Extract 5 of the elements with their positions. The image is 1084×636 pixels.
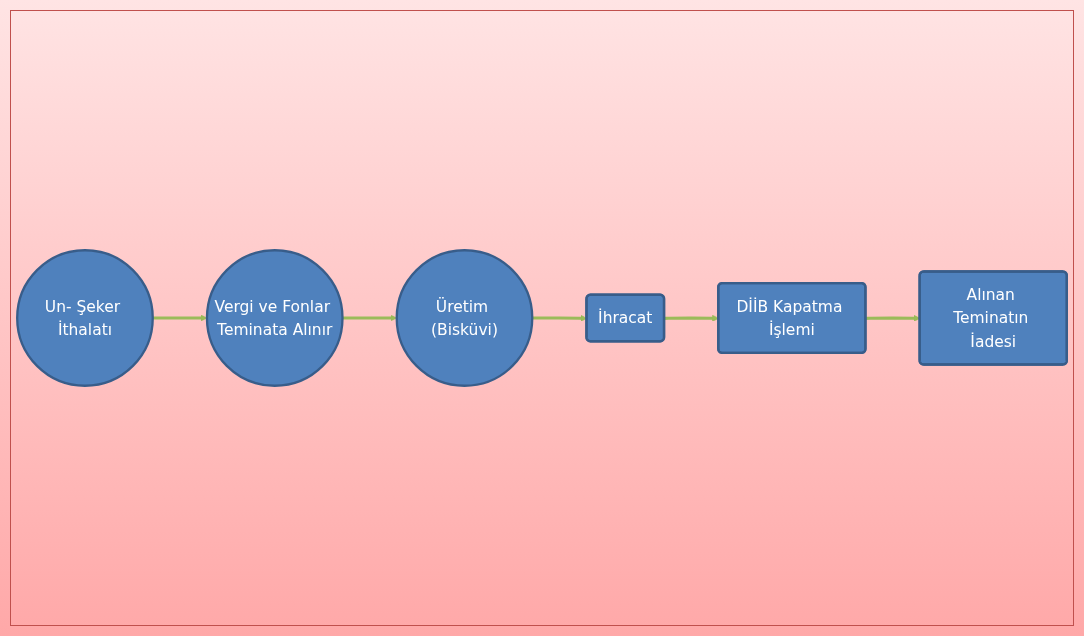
node-circle: Un- Şeker İthalatı bbox=[16, 249, 154, 387]
arrow bbox=[152, 314, 208, 322]
node-circle: Üretim (Bisküvi) bbox=[395, 249, 534, 387]
node-circle: Vergi ve Fonlar Teminata Alınır bbox=[205, 249, 344, 387]
arrow bbox=[664, 314, 719, 322]
